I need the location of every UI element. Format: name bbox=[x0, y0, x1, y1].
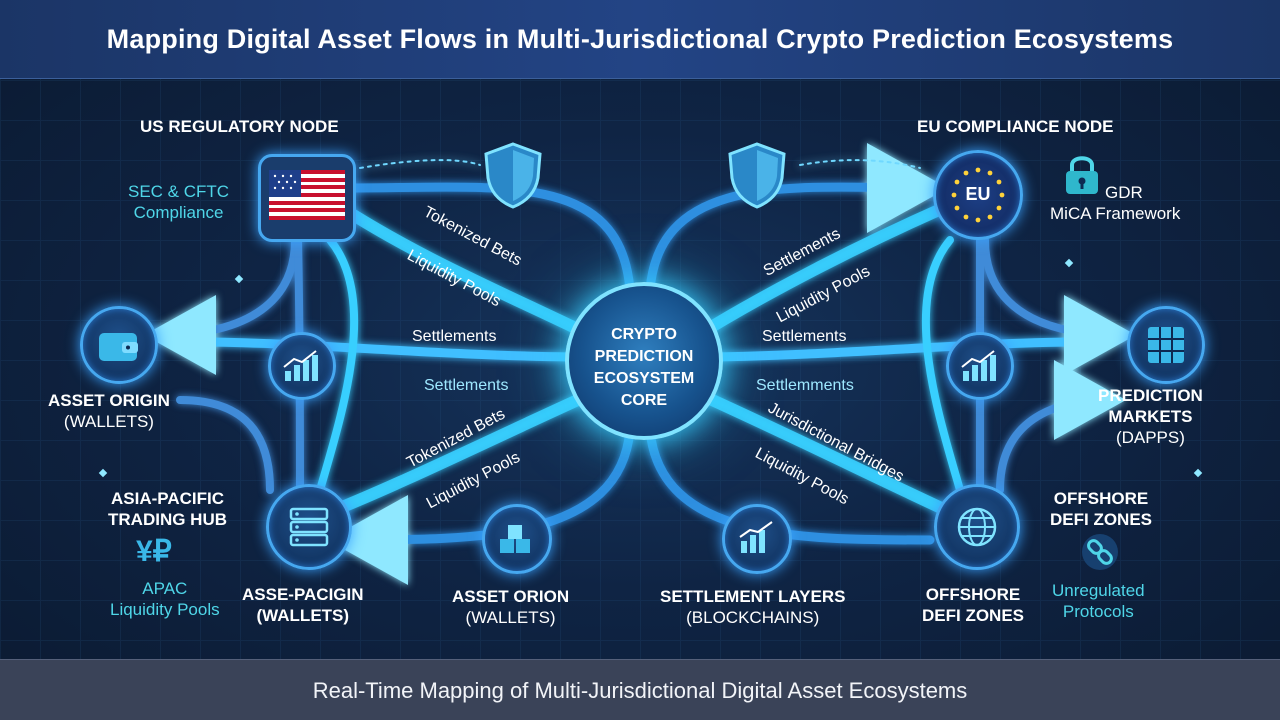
bottom-label-4: OFFSHORE DEFI ZONES bbox=[922, 584, 1024, 626]
currency-symbols-icon: ¥₽ bbox=[136, 535, 172, 568]
bar-chart-icon bbox=[961, 350, 996, 381]
flow-wallet-to-apac bbox=[176, 396, 274, 494]
core-line3: ECOSYSTEM bbox=[593, 370, 695, 387]
asset-origin-line2: (WALLETS) bbox=[63, 412, 154, 431]
flow-us-to-wallet bbox=[144, 236, 299, 375]
right-analytics-node bbox=[946, 332, 1014, 400]
us-flag-node bbox=[258, 154, 356, 242]
core-line2: PREDICTION bbox=[594, 348, 694, 365]
flow-dotted-top-right bbox=[799, 159, 921, 169]
prediction-markets-line2: MARKETS bbox=[1108, 407, 1193, 426]
bar-chart-icon bbox=[739, 521, 773, 553]
header-bar: Mapping Digital Asset Flows in Multi-Jur… bbox=[0, 0, 1280, 79]
eu-stars-icon bbox=[951, 167, 1005, 223]
flow-dotted-top-left bbox=[359, 159, 481, 169]
cube-stack-icon bbox=[500, 525, 530, 553]
apac-hub-title: ASIA-PACIFIC TRADING HUB bbox=[108, 488, 227, 530]
bottom-label-2-line1: ASSET ORION bbox=[452, 587, 570, 606]
us-note-line2: Compliance bbox=[133, 203, 224, 222]
us-node-title: US REGULATORY NODE bbox=[140, 117, 339, 136]
apac-hub-line1: ASIA-PACIFIC bbox=[110, 489, 224, 508]
offshore-title-line1: OFFSHORE bbox=[1053, 489, 1149, 508]
flow-us-to-core bbox=[324, 194, 606, 346]
eu-badge-label: EU bbox=[965, 184, 991, 204]
shield-icon bbox=[484, 142, 542, 209]
left-analytics-node bbox=[268, 332, 336, 400]
offshore-title: OFFSHORE DEFI ZONES bbox=[1050, 488, 1152, 530]
core-line4: CORE bbox=[620, 392, 668, 409]
bottom-label-3: SETTLEMENT LAYERS (BLOCKCHAINS) bbox=[660, 586, 845, 628]
offshore-note-line2: Protocols bbox=[1062, 602, 1134, 621]
us-note-line1: SEC & CFTC bbox=[128, 182, 230, 201]
bottom-node-wallets-2 bbox=[482, 504, 552, 574]
flow-offshore-to-markets bbox=[996, 360, 1126, 494]
bottom-label-3-line1: SETTLEMENT LAYERS bbox=[660, 587, 846, 606]
flow-settlement-left bbox=[165, 337, 575, 362]
apac-hub-line2: TRADING HUB bbox=[108, 510, 227, 529]
bottom-node-settlement bbox=[722, 504, 792, 574]
lock-icon bbox=[1066, 156, 1098, 194]
flow-label: Settlements bbox=[424, 377, 509, 394]
bottom-label-2: ASSET ORION (WALLETS) bbox=[452, 586, 569, 628]
core-line1: CRYPTO bbox=[611, 326, 677, 343]
flow-label: Settlements bbox=[762, 328, 847, 345]
flow-left-inner-loop bbox=[316, 236, 359, 494]
eu-note-line1: GDR bbox=[1105, 183, 1143, 202]
globe-icon bbox=[957, 507, 997, 547]
bottom-node-offshore bbox=[934, 484, 1020, 570]
eu-node: EU bbox=[933, 150, 1023, 240]
bottom-label-4-line1: OFFSHORE bbox=[925, 585, 1021, 604]
core-label: CRYPTO PREDICTION ECOSYSTEM CORE bbox=[569, 324, 719, 412]
ecosystem-core-node: CRYPTO PREDICTION ECOSYSTEM CORE bbox=[565, 282, 723, 440]
asset-origin-node bbox=[80, 306, 158, 384]
bottom-label-4-line2: DEFI ZONES bbox=[922, 606, 1025, 625]
apac-note: APAC Liquidity Pools bbox=[110, 578, 220, 620]
prediction-markets-node bbox=[1127, 306, 1205, 384]
page-title: Mapping Digital Asset Flows in Multi-Jur… bbox=[106, 24, 1174, 54]
server-icon bbox=[289, 507, 329, 547]
bar-chart-icon bbox=[283, 350, 318, 381]
prediction-markets-line3: (DAPPS) bbox=[1115, 428, 1185, 447]
prediction-markets-line1: PREDICTION bbox=[1098, 386, 1203, 405]
eu-note-line2: MiCA Framework bbox=[1050, 204, 1181, 223]
shield-icon bbox=[728, 142, 786, 209]
footer-bar: Real-Time Mapping of Multi-Jurisdictiona… bbox=[0, 659, 1280, 720]
wallet-icon bbox=[99, 333, 138, 361]
offshore-note-line1: Unregulated bbox=[1052, 581, 1145, 600]
bottom-label-1: ASSE-PACIGIN (WALLETS) bbox=[242, 584, 364, 626]
us-note: SEC & CFTC Compliance bbox=[128, 181, 229, 223]
asset-origin-label: ASSET ORIGIN (WALLETS) bbox=[48, 390, 170, 432]
offshore-title-line2: DEFI ZONES bbox=[1050, 510, 1153, 529]
bottom-label-3-line2: (BLOCKCHAINS) bbox=[686, 608, 820, 627]
apac-note-line2: Liquidity Pools bbox=[110, 600, 220, 619]
bottom-label-1-line2: (WALLETS) bbox=[256, 606, 350, 625]
flow-settlement-right bbox=[705, 337, 1115, 362]
offshore-note: Unregulated Protocols bbox=[1052, 580, 1145, 622]
flow-eu-to-markets bbox=[981, 236, 1136, 375]
chain-link-icon bbox=[1082, 534, 1118, 570]
sparkle-markers bbox=[98, 258, 1203, 478]
flow-right-inner-loop bbox=[921, 236, 964, 494]
apac-note-line1: APAC bbox=[142, 579, 188, 598]
flow-core-to-eu bbox=[684, 199, 956, 346]
cube-stack-icon bbox=[1148, 327, 1184, 363]
eu-node-title: EU COMPLIANCE NODE bbox=[917, 117, 1114, 136]
us-flag-icon bbox=[269, 170, 345, 220]
asset-origin-line1: ASSET ORIGIN bbox=[48, 391, 170, 410]
bottom-node-wallets-1 bbox=[266, 484, 352, 570]
footer-caption: Real-Time Mapping of Multi-Jurisdictiona… bbox=[312, 678, 968, 703]
bottom-label-1-line1: ASSE-PACIGIN bbox=[242, 585, 364, 604]
flow-top-left-arc bbox=[345, 182, 635, 295]
flow-label: Settlemments bbox=[756, 377, 854, 394]
bottom-label-2-line2: (WALLETS) bbox=[465, 608, 556, 627]
flow-core-to-offshore bbox=[684, 384, 956, 518]
flow-label: Settlements bbox=[412, 328, 497, 345]
prediction-markets-label: PREDICTION MARKETS (DAPPS) bbox=[1098, 385, 1203, 448]
